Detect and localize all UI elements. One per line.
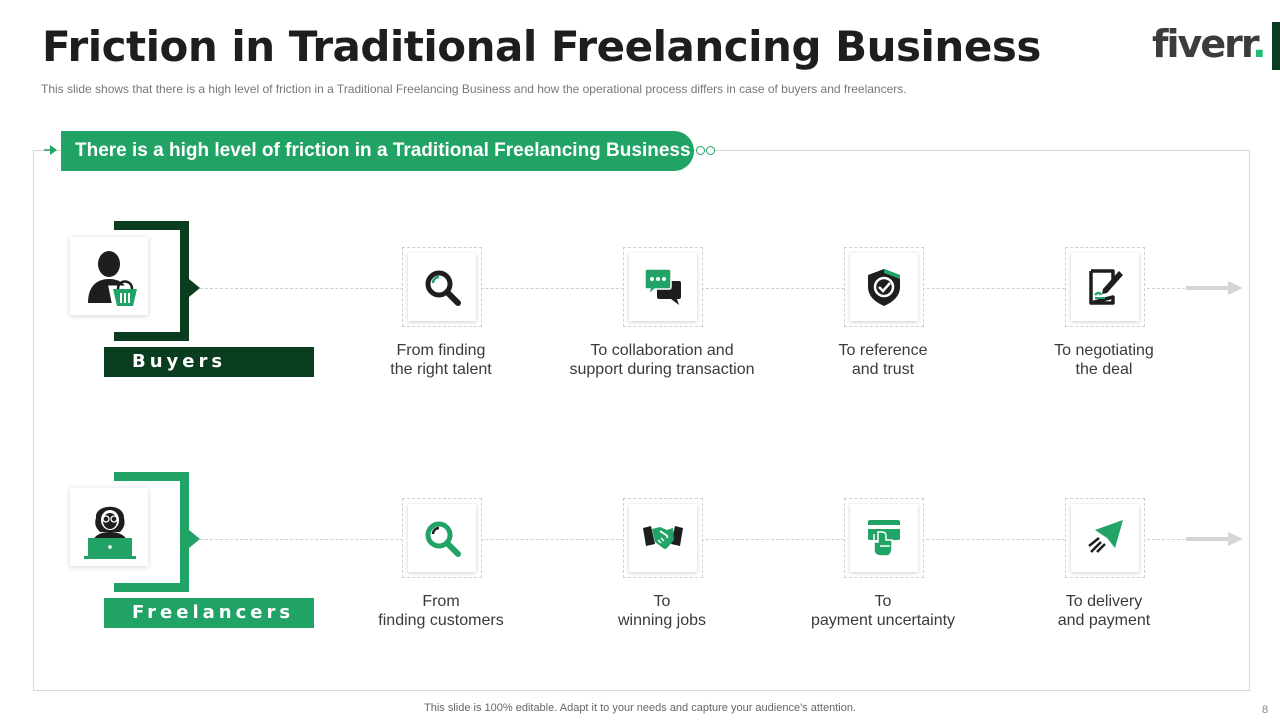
paper-plane-icon	[1088, 520, 1123, 553]
freelancers-persona-card	[70, 488, 148, 566]
buyers-end-arrow-icon	[1186, 281, 1243, 295]
buyers-step-3-card	[844, 247, 924, 327]
freelancers-step-1-card	[402, 498, 482, 578]
freelancers-step-2-card	[623, 498, 703, 578]
banner-ring-icon	[696, 146, 705, 155]
footer-note: This slide is 100% editable. Adapt it to…	[424, 702, 856, 714]
buyers-pointer-icon	[189, 279, 200, 297]
logo-accent-bar	[1272, 22, 1280, 70]
buyers-step-4-card	[1065, 247, 1145, 327]
buyers-persona-card	[70, 237, 148, 315]
buyers-step-2-card	[623, 247, 703, 327]
magnifier-icon	[425, 270, 461, 306]
freelancers-step-3-card	[844, 498, 924, 578]
buyers-label: Buyers	[104, 347, 314, 377]
freelancer-laptop-icon	[84, 506, 136, 559]
chat-bubbles-icon	[644, 268, 681, 305]
buyers-step-1-card	[402, 247, 482, 327]
magnifier-icon	[425, 521, 461, 557]
logo-dot: .	[1252, 22, 1267, 66]
document-pen-icon	[1089, 269, 1123, 305]
freelancers-end-arrow-icon	[1186, 532, 1243, 546]
freelancers-step-4-card	[1065, 498, 1145, 578]
shield-check-icon	[868, 269, 900, 306]
buyer-with-basket-icon	[88, 251, 140, 309]
card-payment-icon	[868, 520, 900, 557]
page-number: 8	[1262, 704, 1269, 716]
buyers-bracket	[114, 221, 189, 341]
logo-text: fiverr	[1152, 22, 1254, 66]
freelancers-bracket	[114, 472, 189, 592]
slide-subtitle: This slide shows that there is a high le…	[41, 82, 907, 96]
friction-banner: There is a high level of friction in a T…	[61, 131, 694, 171]
fiverr-logo: fiverr.	[1152, 22, 1267, 66]
banner-ring-icon	[706, 146, 715, 155]
freelancers-pointer-icon	[189, 530, 200, 548]
slide-title: Friction in Traditional Freelancing Busi…	[42, 22, 1041, 71]
freelancers-label: Freelancers	[104, 598, 314, 628]
handshake-icon	[643, 526, 683, 549]
frame-arrow-icon	[44, 145, 57, 155]
